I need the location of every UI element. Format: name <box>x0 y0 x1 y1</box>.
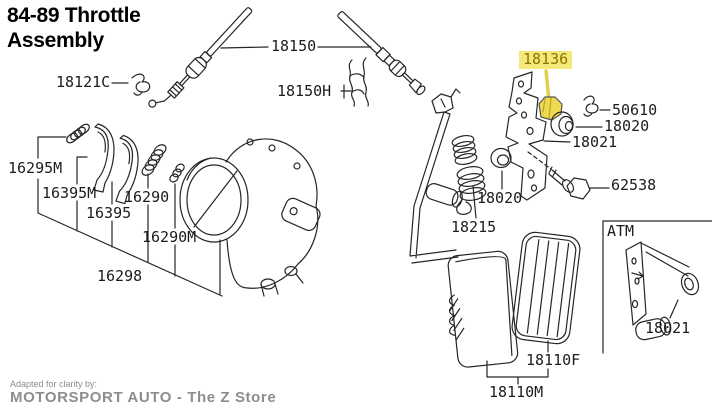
part-label-18150h[interactable]: 18150H <box>277 82 332 100</box>
part-label-18021-atm[interactable]: 18021 <box>645 319 691 337</box>
footer-brand: MOTORSPORT AUTO - The Z Store <box>10 389 277 406</box>
throttle-cable-right-drawing <box>337 11 426 96</box>
cable-clip-icon <box>131 73 151 96</box>
part-label-18020-lower[interactable]: 18020 <box>477 189 523 207</box>
pedal-pad-18110f-drawing <box>511 231 581 345</box>
part-label-18110m[interactable]: 18110M <box>489 383 544 401</box>
leader-18150h <box>340 84 352 99</box>
return-spring-icon <box>451 135 487 215</box>
throttle-cable-left-drawing <box>148 7 253 108</box>
part-label-18020-upper[interactable]: 18020 <box>604 117 650 135</box>
highlighted-nut-icon <box>538 96 563 121</box>
inset-tag-atm: ATM <box>607 222 635 240</box>
title-line-2: Assembly <box>7 29 104 52</box>
cam-16395-icon <box>115 134 139 205</box>
highlight-leader-18136 <box>544 69 551 102</box>
part-label-18150[interactable]: 18150 <box>271 37 317 55</box>
part-label-62538[interactable]: 62538 <box>611 176 657 194</box>
part-label-16290m[interactable]: 16290M <box>142 228 197 246</box>
title-line-1: 84-89 Throttle <box>7 4 141 27</box>
stopper-bolt-icon <box>548 166 591 200</box>
part-label-50610[interactable]: 50610 <box>612 101 658 119</box>
spring-16290m-icon <box>169 163 185 183</box>
bolt-dash-line <box>527 151 552 170</box>
page-title: 84-89 Throttle Assembly <box>7 3 141 53</box>
part-label-16395[interactable]: 16395 <box>86 204 132 222</box>
grommet-lower-icon <box>490 147 512 169</box>
part-label-16290[interactable]: 16290 <box>124 188 170 206</box>
right-leader-lines <box>472 109 611 353</box>
footer-tagline: Adapted for clarity by: <box>10 379 98 389</box>
atm-inset-box <box>602 220 712 354</box>
spring-16295m-icon <box>66 123 90 144</box>
part-label-16298[interactable]: 16298 <box>97 267 143 285</box>
spring-16290-icon <box>141 144 167 176</box>
footer-credit: Adapted for clarity by: MOTORSPORT AUTO … <box>10 379 276 406</box>
part-label-18021[interactable]: 18021 <box>572 133 618 151</box>
part-label-16395m[interactable]: 16395M <box>42 184 97 202</box>
grommet-upper-icon <box>550 111 574 137</box>
snap-ring-icon <box>583 95 599 117</box>
leader-18150 <box>220 46 372 49</box>
part-label-18215[interactable]: 18215 <box>451 218 497 236</box>
pedal-pad-18110m-drawing <box>447 250 519 368</box>
group-connector-lines <box>37 136 223 297</box>
cable-clamp-icon <box>348 57 370 107</box>
part-label-18110f[interactable]: 18110F <box>526 351 581 369</box>
pedal-bracket-leader <box>486 360 549 385</box>
pedal-arm-drawing <box>409 88 463 264</box>
pedal-bracket-drawing <box>505 71 548 201</box>
part-label-18136-highlighted[interactable]: 18136 <box>519 51 573 69</box>
atm-leader <box>669 299 679 319</box>
atm-bracket-drawing <box>625 241 700 341</box>
part-label-18121c[interactable]: 18121C <box>56 73 111 91</box>
cam-16395m-icon <box>93 123 115 193</box>
throttle-body-drawing <box>179 138 321 297</box>
part-label-16295m[interactable]: 16295M <box>8 159 63 177</box>
